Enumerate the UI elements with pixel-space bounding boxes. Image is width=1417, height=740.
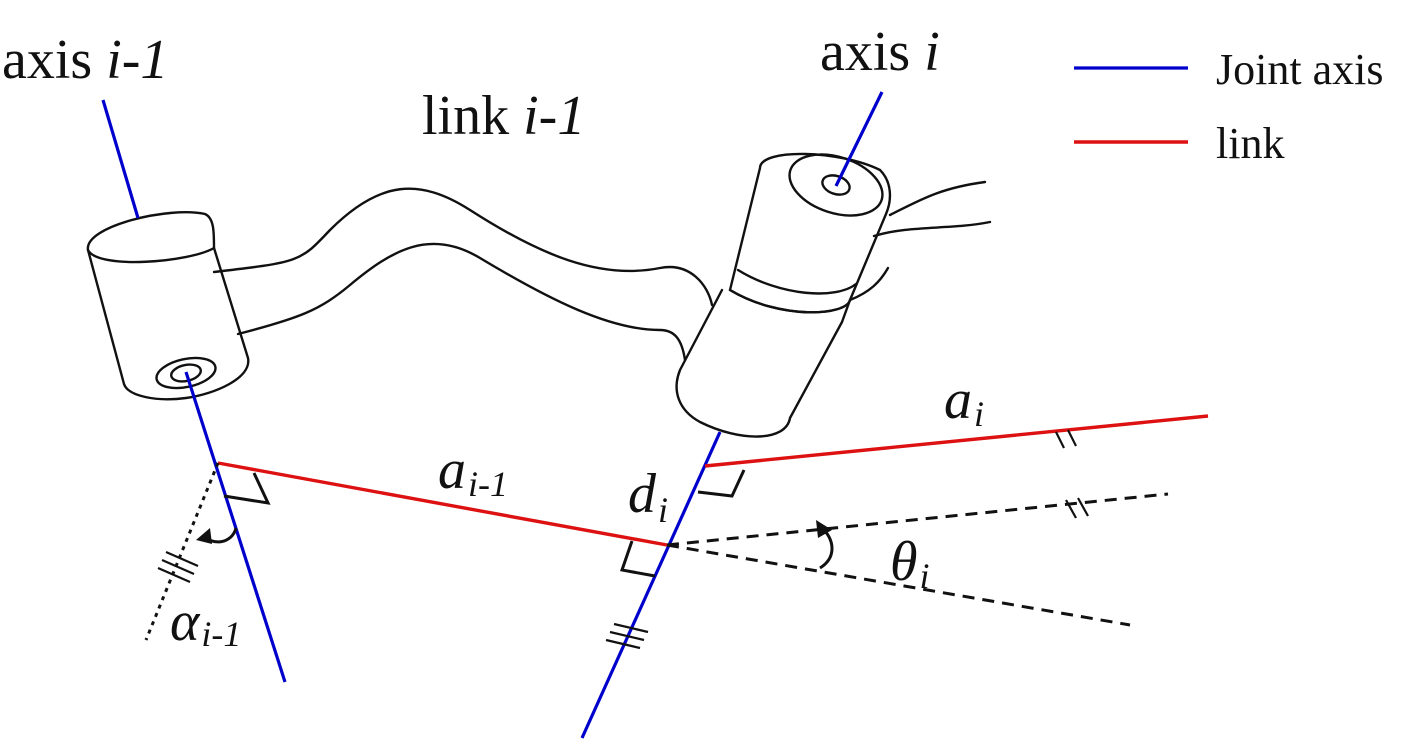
link-arm-lower-edge	[236, 242, 687, 362]
link-arm-upper-edge	[212, 187, 714, 307]
left-joint-bore	[155, 356, 217, 390]
right-joint-bore	[821, 174, 851, 196]
joint-axis-prev-lower	[184, 371, 287, 683]
d-label: di	[628, 463, 668, 530]
alpha-arrowhead-icon	[196, 528, 212, 544]
theta-label: θi	[890, 531, 930, 596]
a-prev-label: ai-1	[438, 439, 508, 504]
legend: Joint axis link	[1074, 45, 1383, 168]
link-curr-common-normal	[704, 414, 1209, 468]
alpha-label: αi-1	[170, 591, 241, 654]
theta-reference-line-upper	[666, 492, 1169, 547]
theta-reference-line-lower	[666, 543, 1131, 627]
parallel-tick-marks	[157, 429, 1089, 650]
a-curr-label: ai	[944, 369, 984, 434]
joint-axis-curr-lower	[580, 431, 722, 739]
link-label: link i-1	[422, 85, 585, 147]
axis-curr-label: axis i	[820, 21, 940, 83]
legend-label-link: link	[1216, 119, 1284, 168]
legend-label-joint-axis: Joint axis	[1216, 45, 1383, 94]
left-joint-cylinder-top-edge	[86, 246, 216, 264]
right-joint-band	[736, 268, 858, 295]
axis-prev-label: axis i-1	[2, 29, 168, 91]
right-joint-cylinder-upper	[728, 152, 892, 314]
right-joint-top-face	[788, 153, 884, 217]
right-angle-marker-2	[620, 540, 656, 578]
link-sketch	[86, 152, 992, 438]
link-prev-common-normal	[217, 461, 668, 547]
left-joint-cylinder	[86, 211, 250, 401]
right-angle-marker-1	[223, 472, 271, 505]
joint-axis-curr-upper	[834, 91, 884, 187]
next-link-lower-edge	[872, 220, 992, 238]
next-link-upper-edge	[888, 180, 987, 217]
right-angle-marker-3	[697, 469, 746, 498]
next-link-lower-body-edge	[848, 266, 890, 302]
joint-axis-prev-upper	[101, 99, 140, 219]
right-joint-cylinder-lower	[675, 288, 852, 438]
theta-arrowhead-icon	[816, 520, 832, 538]
